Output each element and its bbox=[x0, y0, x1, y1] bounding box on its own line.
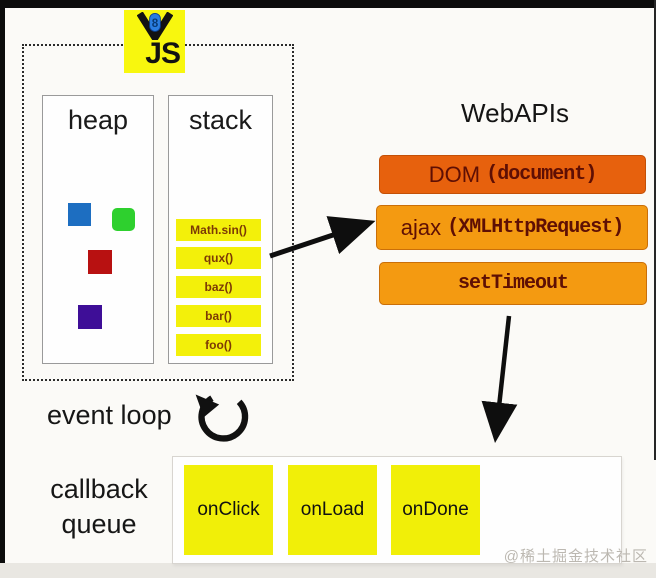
heap-label: heap bbox=[67, 105, 129, 135]
webapi-ajax: ajax (XMLHttpRequest) bbox=[376, 205, 648, 250]
stack-frame: bar() bbox=[176, 305, 261, 327]
webapi-ajax-label: ajax bbox=[400, 214, 448, 240]
stack-frame: Math.sin() bbox=[176, 219, 261, 241]
arrow-stack-to-webapis-icon bbox=[269, 216, 376, 259]
callback-item: onClick bbox=[184, 465, 273, 555]
heap-object-blue bbox=[68, 203, 91, 226]
callback-queue-panel: onClick onLoad onDone bbox=[172, 456, 622, 564]
heap-object-red bbox=[88, 250, 112, 274]
heap-panel: heap bbox=[42, 95, 154, 364]
js-logo-text: JS bbox=[145, 37, 181, 70]
arrow-settimeout-to-queue-icon bbox=[481, 315, 518, 443]
callback-queue-label-line1: callback bbox=[50, 474, 148, 504]
webapis-title: WebAPIs bbox=[461, 98, 569, 128]
webapi-dom-code: (document) bbox=[486, 163, 597, 186]
event-loop-label: event loop bbox=[47, 400, 172, 430]
callback-queue-label: callback queue bbox=[33, 472, 165, 542]
stack-frame: foo() bbox=[176, 334, 261, 356]
stack-frame: qux() bbox=[176, 247, 261, 269]
watermark: @稀土掘金技术社区 bbox=[503, 548, 648, 565]
callback-queue-label-line2: queue bbox=[61, 509, 137, 539]
webapi-dom-label: DOM bbox=[428, 161, 487, 187]
stack-panel: stack Math.sin() qux() baz() bar() foo() bbox=[168, 95, 273, 364]
stack-frame: baz() bbox=[176, 276, 261, 298]
webapi-settimeout: setTimeout bbox=[379, 262, 647, 305]
webapi-settimeout-code: setTimeout bbox=[457, 272, 569, 295]
js-logo: 8 JS bbox=[124, 10, 185, 73]
webapi-ajax-code: (XMLHttpRequest) bbox=[447, 216, 624, 239]
circular-arrow-icon bbox=[195, 394, 249, 442]
callback-item: onDone bbox=[391, 465, 480, 555]
svg-text:8: 8 bbox=[152, 17, 159, 30]
heap-object-green bbox=[112, 208, 135, 231]
frame-bottom-strip bbox=[0, 563, 656, 578]
stack-label: stack bbox=[188, 105, 253, 135]
v8-icon: 8 bbox=[137, 12, 173, 40]
webapi-dom: DOM (document) bbox=[379, 155, 646, 194]
callback-item: onLoad bbox=[288, 465, 377, 555]
frame-border-right bbox=[654, 0, 656, 460]
heap-object-purple bbox=[78, 305, 102, 329]
frame-border-top bbox=[0, 0, 656, 8]
frame-border-left bbox=[0, 0, 5, 578]
